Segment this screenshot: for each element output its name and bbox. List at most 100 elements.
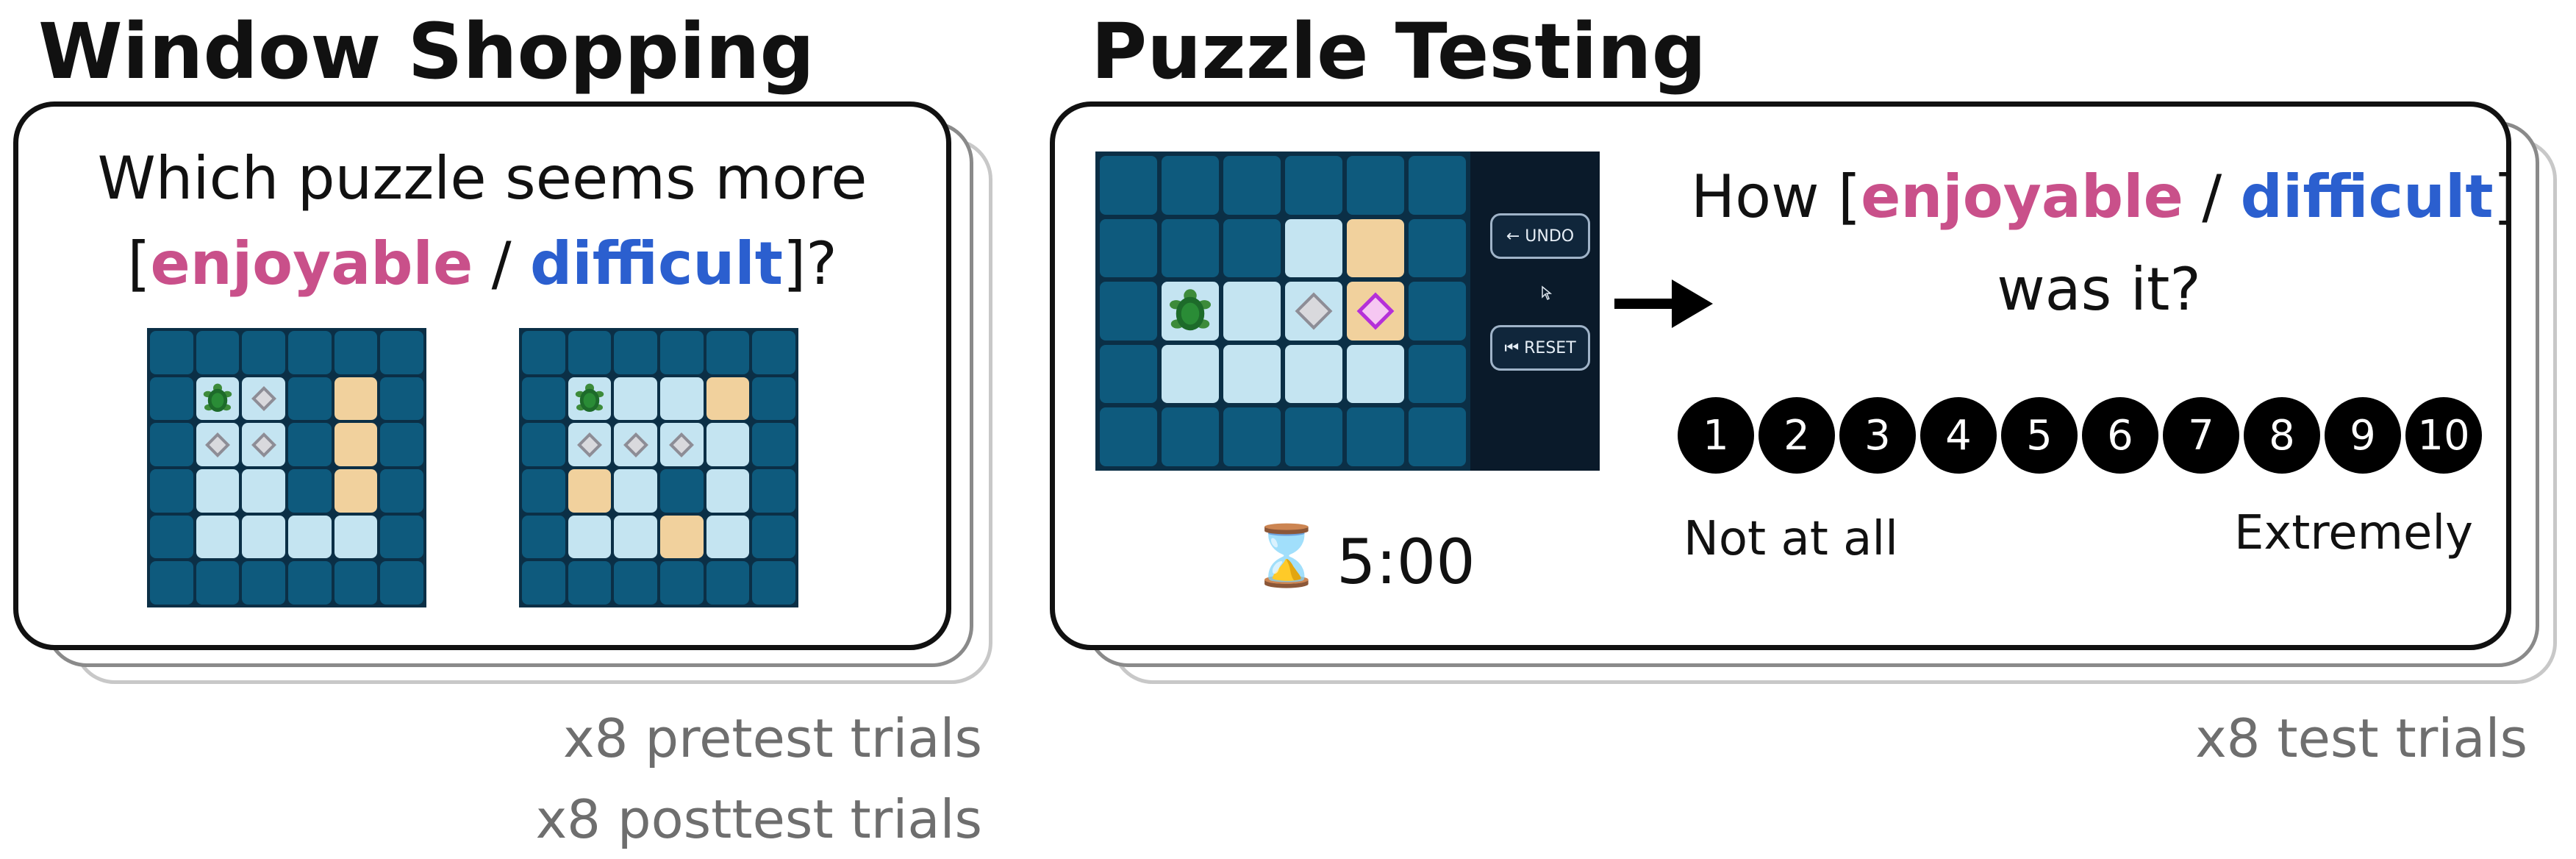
grey-diamond-icon <box>251 386 276 411</box>
dark-tile <box>1347 407 1404 466</box>
light-tile <box>568 423 612 466</box>
cursor-icon <box>1542 285 1553 301</box>
puzzle-option-a[interactable] <box>147 328 426 607</box>
dark-tile <box>1409 218 1466 278</box>
light-tile <box>614 469 657 513</box>
dark-tile <box>522 469 565 513</box>
dark-tile <box>522 423 565 466</box>
light-tile <box>614 423 657 466</box>
dark-tile <box>1100 344 1157 404</box>
dark-tile <box>1285 407 1342 466</box>
light-tile <box>1162 344 1219 404</box>
dark-tile <box>1347 156 1404 215</box>
dark-tile <box>380 331 423 374</box>
dark-tile <box>752 377 795 421</box>
dark-tile <box>752 423 795 466</box>
dark-tile <box>1100 156 1157 215</box>
dark-tile <box>522 377 565 421</box>
reset-button[interactable]: ⏮ RESET <box>1490 325 1590 371</box>
dark-tile <box>334 561 378 605</box>
light-tile <box>1285 282 1342 341</box>
dark-tile <box>522 331 565 374</box>
dark-tile <box>288 423 332 466</box>
undo-button[interactable]: ← UNDO <box>1490 213 1590 259</box>
turtle-icon <box>1170 289 1211 331</box>
rating-option-7[interactable]: 7 <box>2163 397 2239 474</box>
dark-tile <box>522 561 565 605</box>
dark-tile <box>380 423 423 466</box>
rating-option-2[interactable]: 2 <box>1759 397 1835 474</box>
dark-tile <box>706 561 750 605</box>
grey-diamond-icon <box>623 432 648 457</box>
light-tile <box>1223 282 1281 341</box>
dark-tile <box>1162 218 1219 278</box>
light-tile <box>706 515 750 559</box>
dark-tile <box>1162 156 1219 215</box>
bracket-close: ]? <box>782 229 837 298</box>
turtle-icon <box>575 383 604 412</box>
scale-high-label: Extremely <box>2233 506 2473 560</box>
dark-tile <box>752 469 795 513</box>
dark-tile <box>706 331 750 374</box>
light-tile <box>242 515 285 559</box>
dark-tile <box>752 561 795 605</box>
light-tile <box>1162 282 1219 341</box>
rating-option-4[interactable]: 4 <box>1920 397 1997 474</box>
dark-tile <box>1285 156 1342 215</box>
dark-tile <box>1100 407 1157 466</box>
dark-tile <box>1409 156 1466 215</box>
light-tile <box>568 515 612 559</box>
dark-tile <box>1223 407 1281 466</box>
dark-tile <box>380 469 423 513</box>
puzzle-option-b[interactable] <box>519 328 798 607</box>
dark-tile <box>614 331 657 374</box>
dark-tile <box>1162 407 1219 466</box>
dark-tile <box>1223 156 1281 215</box>
light-tile <box>706 423 750 466</box>
slash: / <box>2183 163 2241 231</box>
light-tile <box>242 469 285 513</box>
dark-tile <box>150 469 193 513</box>
light-tile <box>196 515 240 559</box>
light-tile <box>1347 344 1404 404</box>
rating-option-9[interactable]: 9 <box>2325 397 2401 474</box>
rating-option-6[interactable]: 6 <box>2082 397 2158 474</box>
rating-option-10[interactable]: 10 <box>2405 397 2482 474</box>
rating-option-3[interactable]: 3 <box>1839 397 1916 474</box>
puzzle-game-board[interactable] <box>1095 152 1470 471</box>
light-tile <box>1285 344 1342 404</box>
word-difficult: difficult <box>2240 163 2494 231</box>
word-difficult: difficult <box>530 229 783 298</box>
light-tile <box>1285 218 1342 278</box>
dark-tile <box>150 331 193 374</box>
tan-tile <box>334 377 378 421</box>
slash: / <box>473 229 531 298</box>
dark-tile <box>334 331 378 374</box>
pretest-trials-label: x8 pretest trials <box>563 707 982 769</box>
bracket-close: ] <box>2493 163 2516 231</box>
rating-question-line1: How [enjoyable / difficult] <box>1691 168 2516 227</box>
hourglass-icon: ⌛ <box>1250 523 1323 588</box>
timer-display: 5:00 <box>1337 526 1475 598</box>
window-shopping-title: Window Shopping <box>38 7 815 96</box>
rating-option-1[interactable]: 1 <box>1678 397 1754 474</box>
dark-tile <box>568 331 612 374</box>
dark-tile <box>660 331 704 374</box>
dark-tile <box>1223 218 1281 278</box>
light-tile <box>568 377 612 421</box>
dark-tile <box>660 561 704 605</box>
posttest-trials-label: x8 posttest trials <box>535 788 982 850</box>
rating-question-line2: was it? <box>1997 255 2201 324</box>
dark-tile <box>150 377 193 421</box>
purple-diamond-icon <box>1356 292 1395 330</box>
tan-tile <box>1347 282 1404 341</box>
tan-tile <box>660 515 704 559</box>
dark-tile <box>660 469 704 513</box>
dark-tile <box>752 331 795 374</box>
rating-option-8[interactable]: 8 <box>2244 397 2320 474</box>
dark-tile <box>752 515 795 559</box>
light-tile <box>242 423 285 466</box>
dark-tile <box>568 561 612 605</box>
dark-tile <box>1409 344 1466 404</box>
rating-option-5[interactable]: 5 <box>2001 397 2078 474</box>
